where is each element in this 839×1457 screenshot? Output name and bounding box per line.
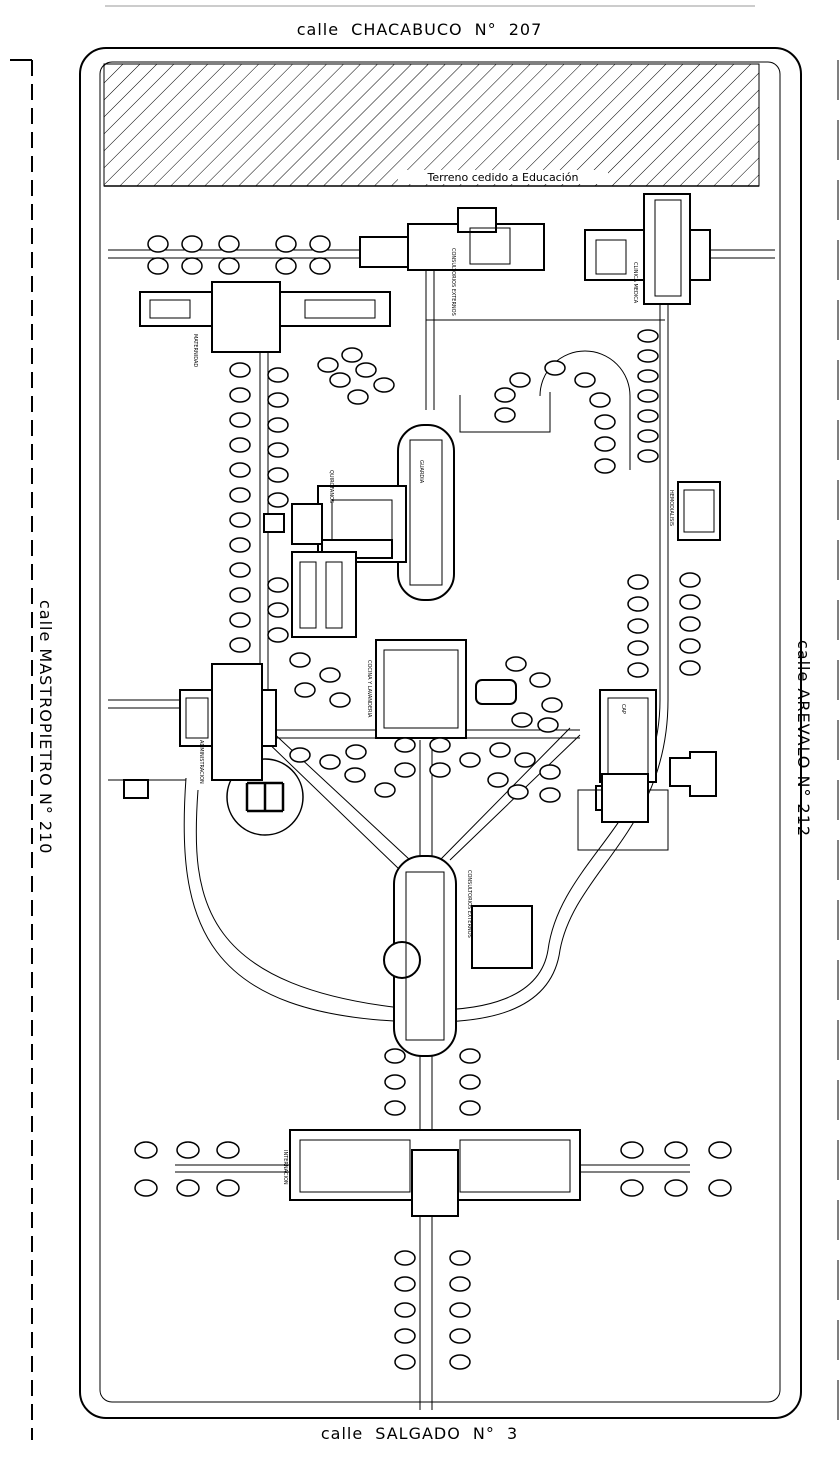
heliport-letter: H — [0, 0, 1, 1]
building-hemodialisis — [677, 481, 721, 541]
label-consultorios-center: CONSULTORIOS EXTERNOS — [466, 870, 472, 938]
ceded-land-area — [103, 63, 760, 187]
label-maternidad: MATERNIDAD — [192, 334, 198, 367]
label-cocina: COCINA Y LAVANDERIA — [366, 660, 372, 718]
building-clinica-medica — [584, 193, 711, 305]
building-internacion-bottom — [289, 1129, 581, 1217]
label-clinica-medica: CLINICA MEDICA — [632, 262, 638, 304]
street-label-top: calle CHACABUCO N° 207 — [296, 20, 543, 39]
ceded-land-label: Terreno cedido a Educación — [427, 171, 579, 184]
label-guardia: GUARDIA — [418, 460, 424, 484]
building-consultorios-center — [383, 855, 533, 1057]
building-administracion — [179, 663, 277, 781]
street-label-left: calle MASTROPIETRO N° 210 — [36, 600, 55, 854]
label-administracion: ADMINISTRACION — [198, 740, 204, 784]
street-label-bottom: calle SALGADO N° 3 — [320, 1424, 519, 1443]
heliport: H — [0, 0, 304, 836]
label-cap: CAP — [620, 704, 626, 714]
site-inner-boundary — [99, 61, 781, 1403]
label-consultorios-top: CONSULTORIOS EXTERNOS — [450, 248, 456, 316]
street-label-right: calle AREVALO N° 212 — [794, 640, 813, 837]
label-hemodialisis: HEMODIALISIS — [668, 490, 674, 526]
building-cap — [577, 689, 669, 851]
building-consultorios-top — [359, 207, 545, 271]
trees — [134, 235, 732, 1370]
building-quirofanos — [291, 485, 407, 563]
paths — [108, 249, 775, 1410]
building-maternidad — [139, 281, 391, 353]
site-boundary — [79, 47, 802, 1419]
small-structures — [123, 513, 717, 823]
building-internacion-wards — [291, 551, 357, 638]
label-quirofanos: QUIROFANOS — [328, 470, 334, 503]
label-internacion: INTERNACION — [282, 1150, 288, 1185]
building-cocina — [375, 639, 517, 739]
